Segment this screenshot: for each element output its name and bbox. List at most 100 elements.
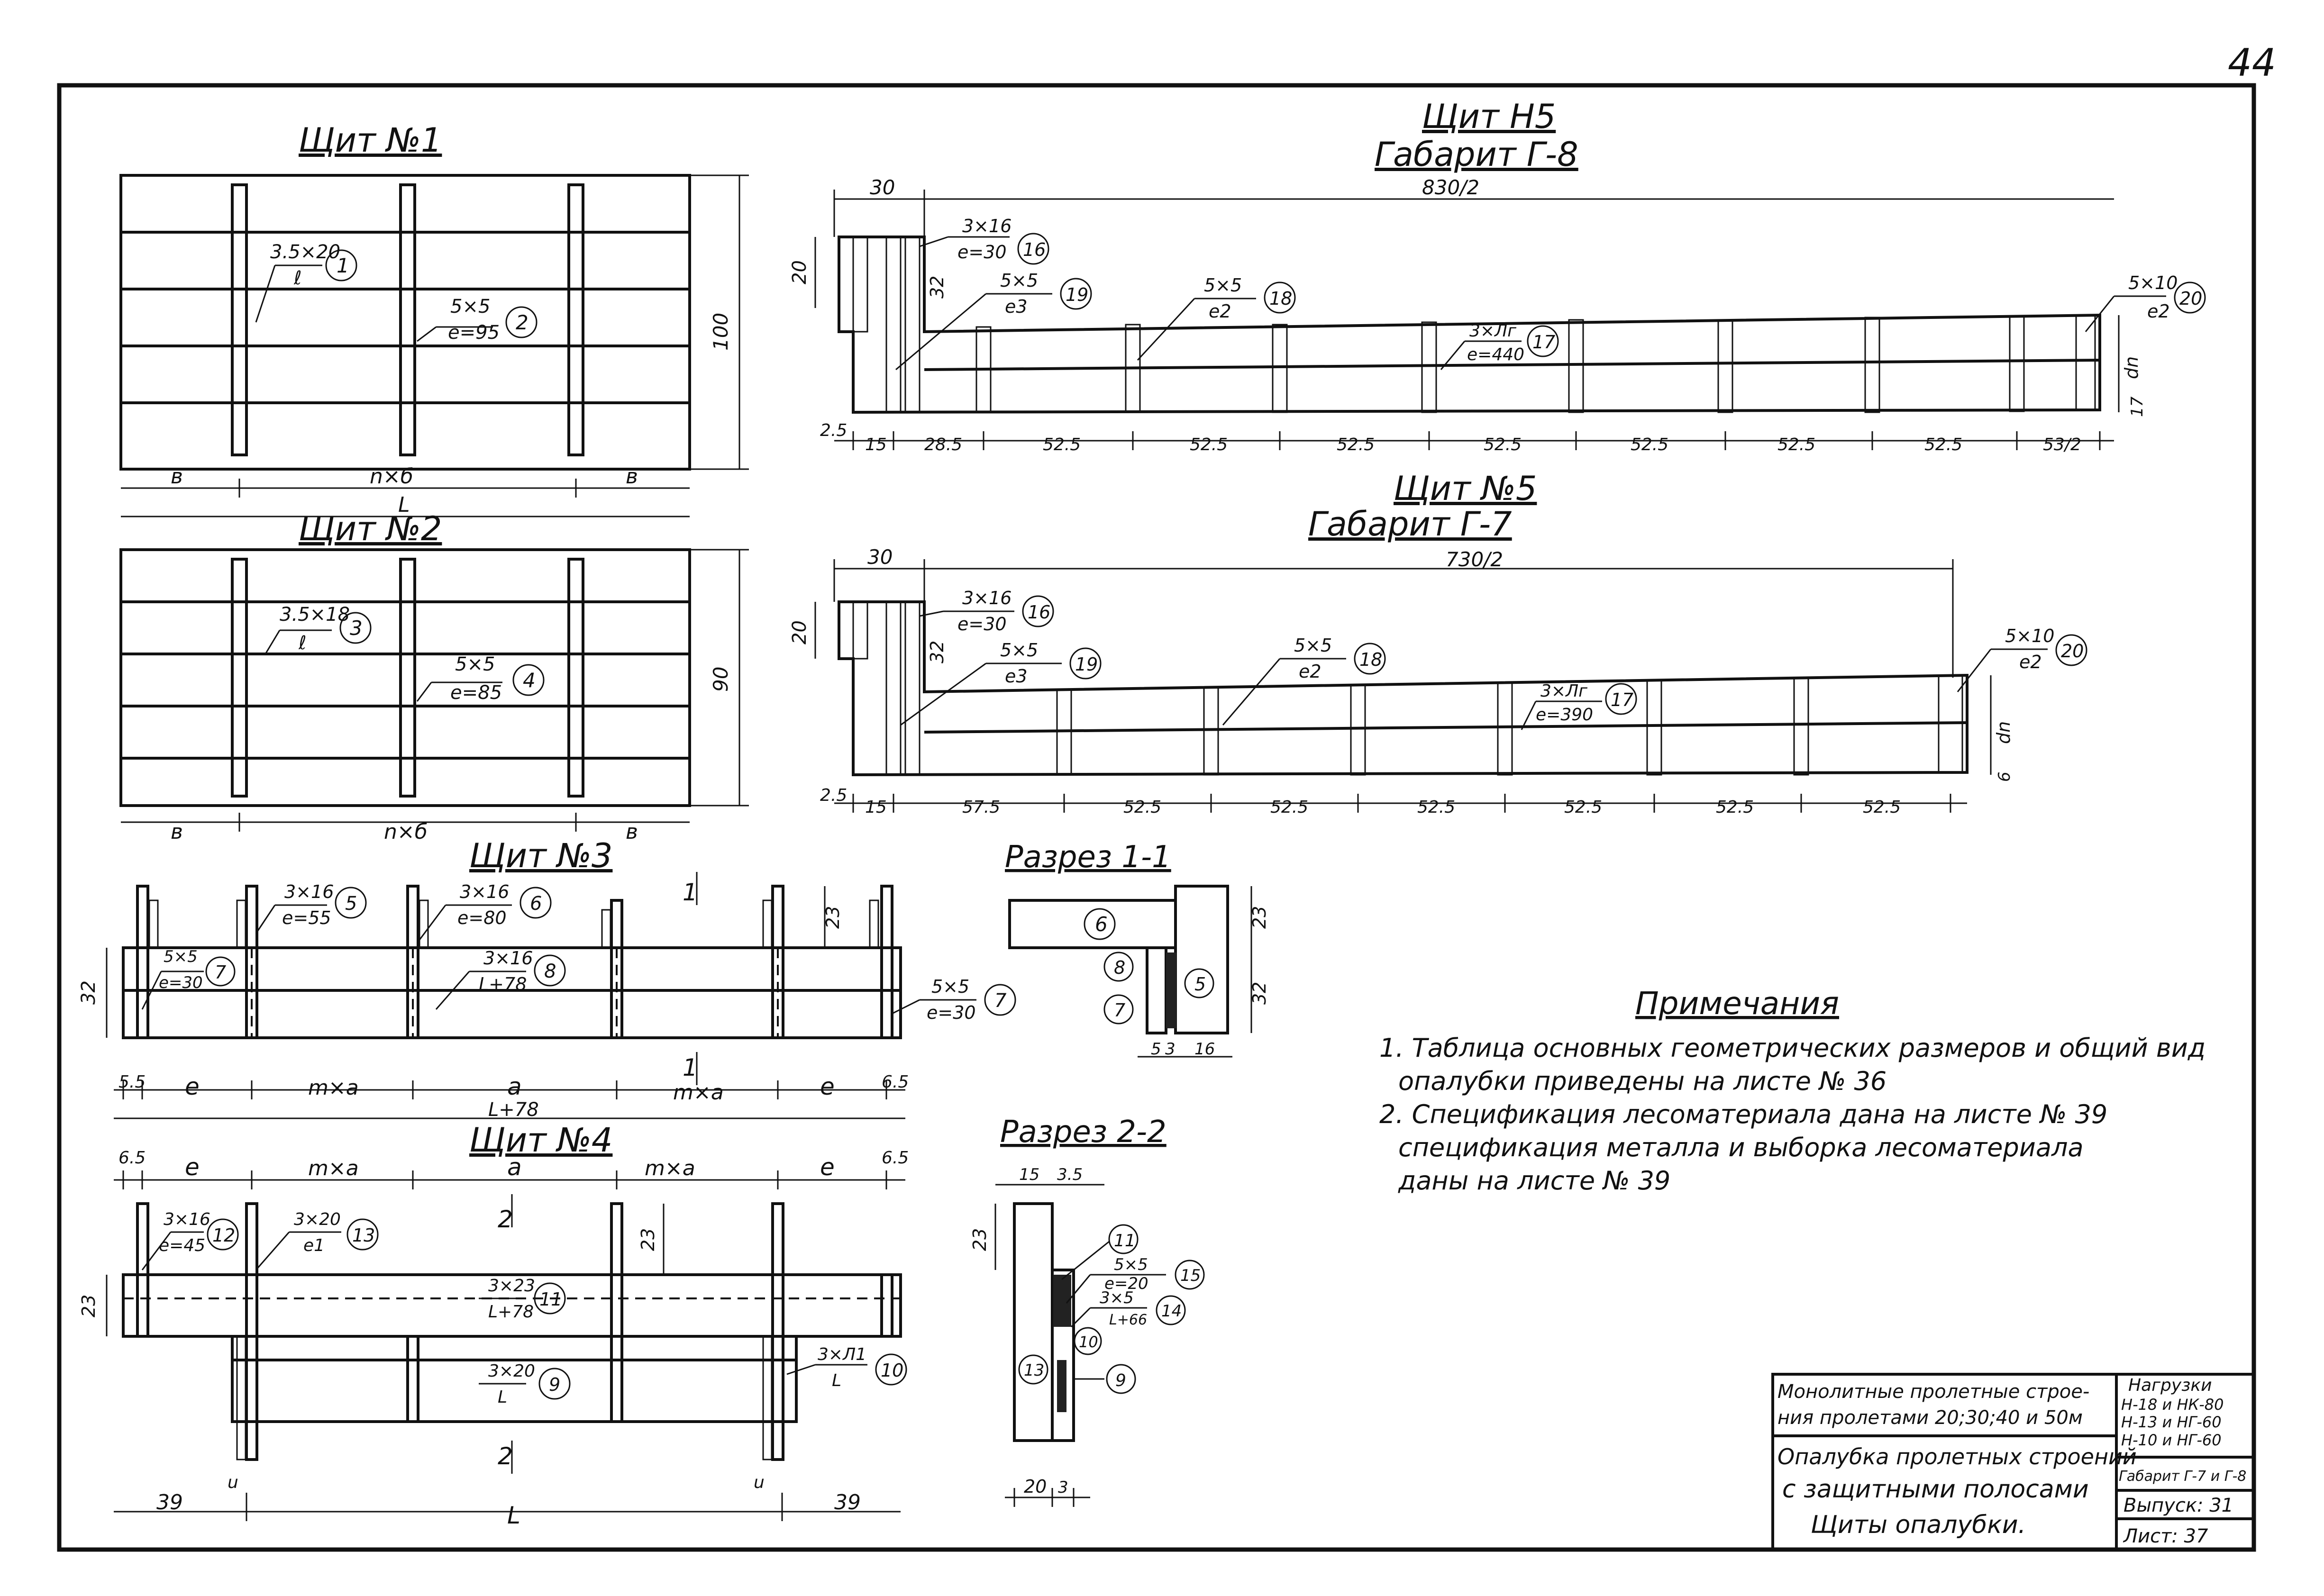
callout-18-label: 5×5: [1204, 275, 1242, 296]
panel-1-dim-b-right: в: [626, 464, 638, 489]
panel-5b-dim-dn: dn: [1993, 721, 2014, 744]
part-marker-6: [519, 887, 552, 919]
panel-5b-part-marker-19: [1069, 647, 1102, 680]
panel-4-tdim-2: m×a: [308, 1156, 359, 1180]
panel-2-dim-nb: n×б: [384, 820, 428, 844]
panel-4-callout-11-label: 3×23: [488, 1276, 535, 1296]
panel-3-bdim-3: a: [507, 1073, 522, 1100]
part-marker-12-number: 12: [212, 1225, 235, 1246]
panel-5a-dim-30: 30: [870, 176, 895, 199]
panel-1-dim-L: L: [398, 493, 410, 517]
section-2-2-part-10: 10: [1079, 1333, 1098, 1351]
part-marker-3: [339, 612, 372, 644]
panel-4-dim-23-mid: 23: [638, 1228, 658, 1251]
panel-4-section-mark-top: 2: [498, 1206, 513, 1233]
panel-5b-callout-19-sub: e3: [1005, 666, 1028, 687]
part-marker-14-number: 14: [1161, 1302, 1182, 1321]
callout-17-label: 3×Лг: [1469, 321, 1517, 341]
panel-5a-bdim-4: 52.5: [1190, 435, 1228, 454]
panel-3-callout-6-label: 3×16: [460, 881, 509, 902]
part-marker-11: [534, 1282, 566, 1315]
part-marker-9: [538, 1368, 571, 1400]
panel-5b-subtitle: Габарит Г-7: [1308, 505, 1512, 544]
panel-3-title: Щит №3: [469, 836, 612, 875]
panel-1-strip-length: e=95: [448, 322, 500, 344]
part-marker-10: [875, 1353, 907, 1386]
panel-5b-bdim-4: 52.5: [1270, 798, 1308, 817]
panel-4-callout-12-label: 3×16: [164, 1210, 210, 1229]
part-marker-19-number: 19: [1066, 284, 1088, 305]
callout-17-sub: e=440: [1467, 345, 1524, 364]
section-2-2-title: Разрез 2-2: [1000, 1115, 1167, 1150]
panel-5b-bdim-6: 52.5: [1564, 798, 1602, 817]
part-marker-8: [534, 954, 566, 987]
panel-5a-bdim-8: 52.5: [1777, 435, 1815, 454]
panel-5b-bdim-2: 57.5: [962, 798, 1000, 817]
panel-5a-dim-dn: dn: [2121, 356, 2142, 379]
panel-3-bdim-6: 6.5: [882, 1072, 909, 1092]
panel-3-bdim-0: 5.5: [118, 1072, 146, 1092]
panel-1-board-length: ℓ: [293, 267, 302, 289]
panel-4-section-mark-bottom: 2: [498, 1442, 513, 1470]
panel-4-tdim-0: 6.5: [118, 1148, 146, 1168]
panel-5b-part-marker-18-number: 18: [1359, 649, 1382, 670]
sheet-frame: [57, 83, 2256, 1552]
section-1-1-part-8: 8: [1114, 957, 1125, 978]
panel-5a-bdim-1: 15: [865, 435, 887, 454]
part-marker-15: [1175, 1260, 1205, 1290]
part-marker-2-number: 2: [516, 311, 529, 334]
panel-4-tdim-3: a: [507, 1153, 522, 1181]
panel-2-strip-label: 5×5: [455, 653, 495, 675]
panel-5b-callout-16-sub: e=30: [957, 614, 1007, 635]
title-block-load-2: Н-18 и НК-80: [2121, 1396, 2224, 1414]
section-1-1-part-7: 7: [1114, 1000, 1125, 1021]
panel-3-callout-8-sub: L+78: [479, 974, 527, 995]
section-2-2-tdim-1: 3.5: [1057, 1165, 1083, 1184]
section-1-1-dim-23: 23: [1249, 906, 1270, 929]
callout-16-label: 3×16: [962, 216, 1012, 236]
part-marker-1: [325, 249, 357, 281]
callout-20-label: 5×10: [2128, 272, 2178, 293]
panel-5b-callout-18-sub: e2: [1299, 661, 1321, 682]
panel-2-strip-length: e=85: [450, 682, 502, 704]
part-marker-7a: [205, 956, 236, 987]
panel-5a-bdim-2: 28.5: [924, 435, 962, 454]
panel-5b-part-marker-17: [1605, 683, 1637, 715]
panel-5a-title: Щит Н5: [1422, 97, 1556, 136]
part-marker-14: [1156, 1295, 1186, 1325]
title-block-row-3: Опалубка пролетных строений: [1777, 1444, 2137, 1469]
panel-5a-dim-total: 830/2: [1422, 176, 1479, 199]
part-marker-17: [1527, 325, 1559, 357]
panel-3-dim-32: 32: [78, 980, 100, 1005]
panel-3-bdim-5: e: [820, 1073, 835, 1100]
panel-5b-dim-32: 32: [927, 641, 948, 663]
title-block-load-4: Н-10 и НГ-60: [2121, 1431, 2222, 1449]
panel-5b-dim-30: 30: [867, 545, 893, 569]
section-1-1-dim-32: 32: [1249, 982, 1270, 1005]
panel-4-dim-u-right: u: [754, 1473, 765, 1492]
panel-5b-callout-19-label: 5×5: [1000, 640, 1038, 661]
panel-5a-dim-17: 17: [2128, 396, 2147, 417]
panel-5a-bdim-6: 52.5: [1484, 435, 1522, 454]
panel-5b-dim-total: 730/2: [1446, 548, 1503, 571]
part-marker-13: [346, 1218, 379, 1251]
part-marker-18: [1264, 281, 1296, 314]
section-1-1-bdim-2: 16: [1194, 1040, 1215, 1059]
panel-3-callout-7b-sub: e=30: [927, 1002, 976, 1023]
panel-5a-dim-20: 20: [789, 260, 811, 284]
part-marker-5-number: 5: [345, 893, 357, 915]
panel-3-callout-8-label: 3×16: [483, 948, 533, 969]
part-marker-16-number: 16: [1023, 239, 1046, 260]
panel-5b-bdim-7: 52.5: [1716, 798, 1754, 817]
panel-1-dim-b-left: в: [171, 464, 183, 489]
panel-5b-title: Щит №5: [1394, 469, 1537, 508]
panel-5a-bottom-ticks: [852, 431, 2101, 450]
section-2-2-bdim-0: 20: [1024, 1476, 1047, 1497]
section-2-2-callout-15-label: 5×5: [1114, 1255, 1148, 1274]
notes-line-5: даны на листе № 39: [1398, 1166, 1670, 1196]
section-2-2-part-11: 11: [1114, 1231, 1136, 1251]
panel-1-strip-label: 5×5: [450, 296, 490, 317]
panel-2-dim-b-right: в: [626, 820, 638, 844]
callout-19-label: 5×5: [1000, 270, 1038, 291]
